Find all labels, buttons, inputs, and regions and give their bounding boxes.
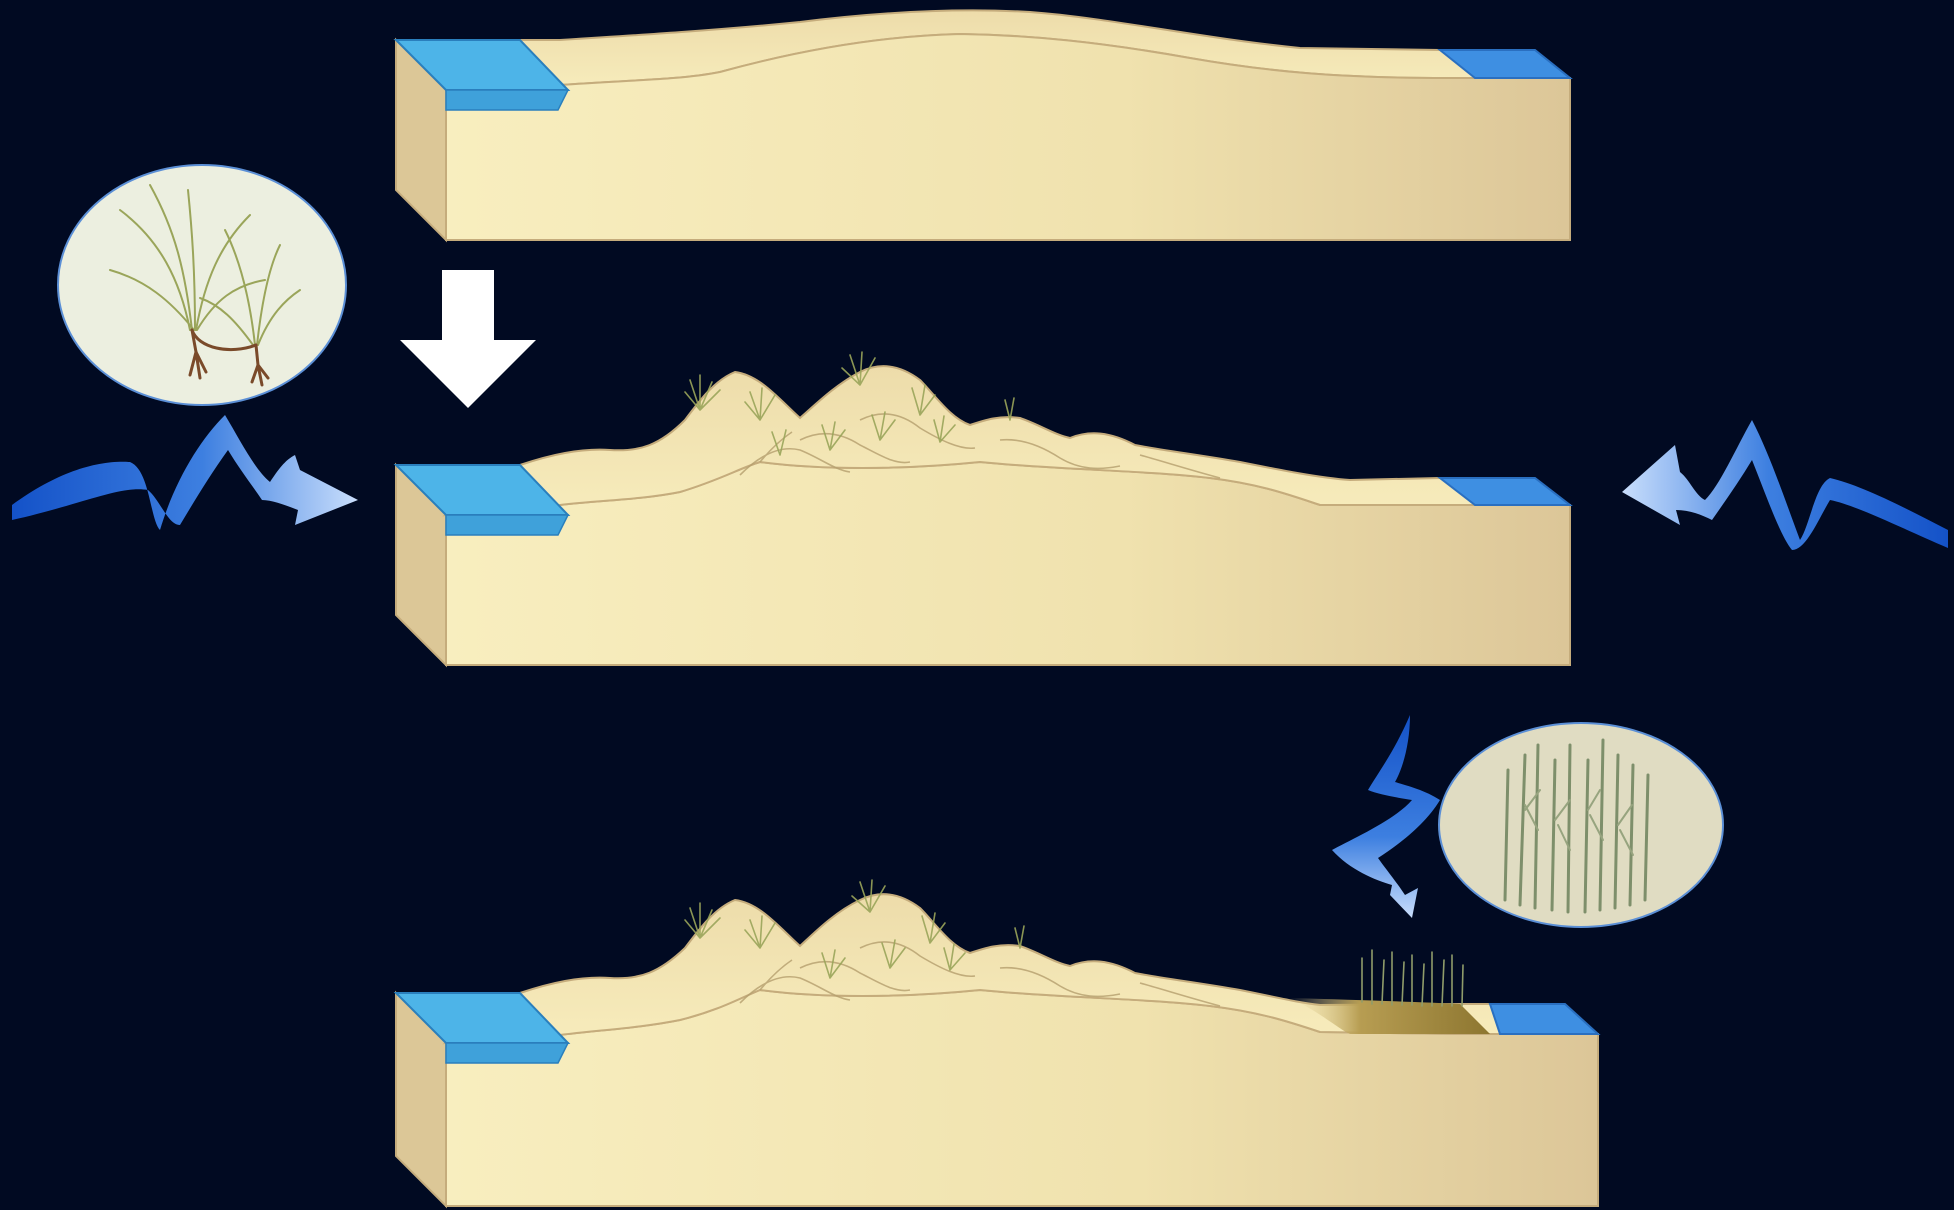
sea-water-left-front — [446, 1043, 568, 1063]
marsh-reeds — [1362, 950, 1463, 1006]
inset-reeds — [1439, 723, 1723, 927]
wind-arrow-left-icon — [12, 415, 358, 530]
block-flat-beach — [396, 10, 1570, 240]
block-dunes — [396, 352, 1570, 665]
down-arrow-icon — [400, 270, 536, 408]
wind-arrow-down-icon — [1332, 715, 1440, 918]
lagoon-water-right — [1490, 1004, 1598, 1034]
block-dunes-with-marsh — [396, 880, 1598, 1206]
inset-marram-grass — [58, 165, 346, 405]
sea-water-left-front — [446, 90, 568, 110]
sea-water-left-front — [446, 515, 568, 535]
wind-arrow-right-icon — [1622, 420, 1948, 550]
